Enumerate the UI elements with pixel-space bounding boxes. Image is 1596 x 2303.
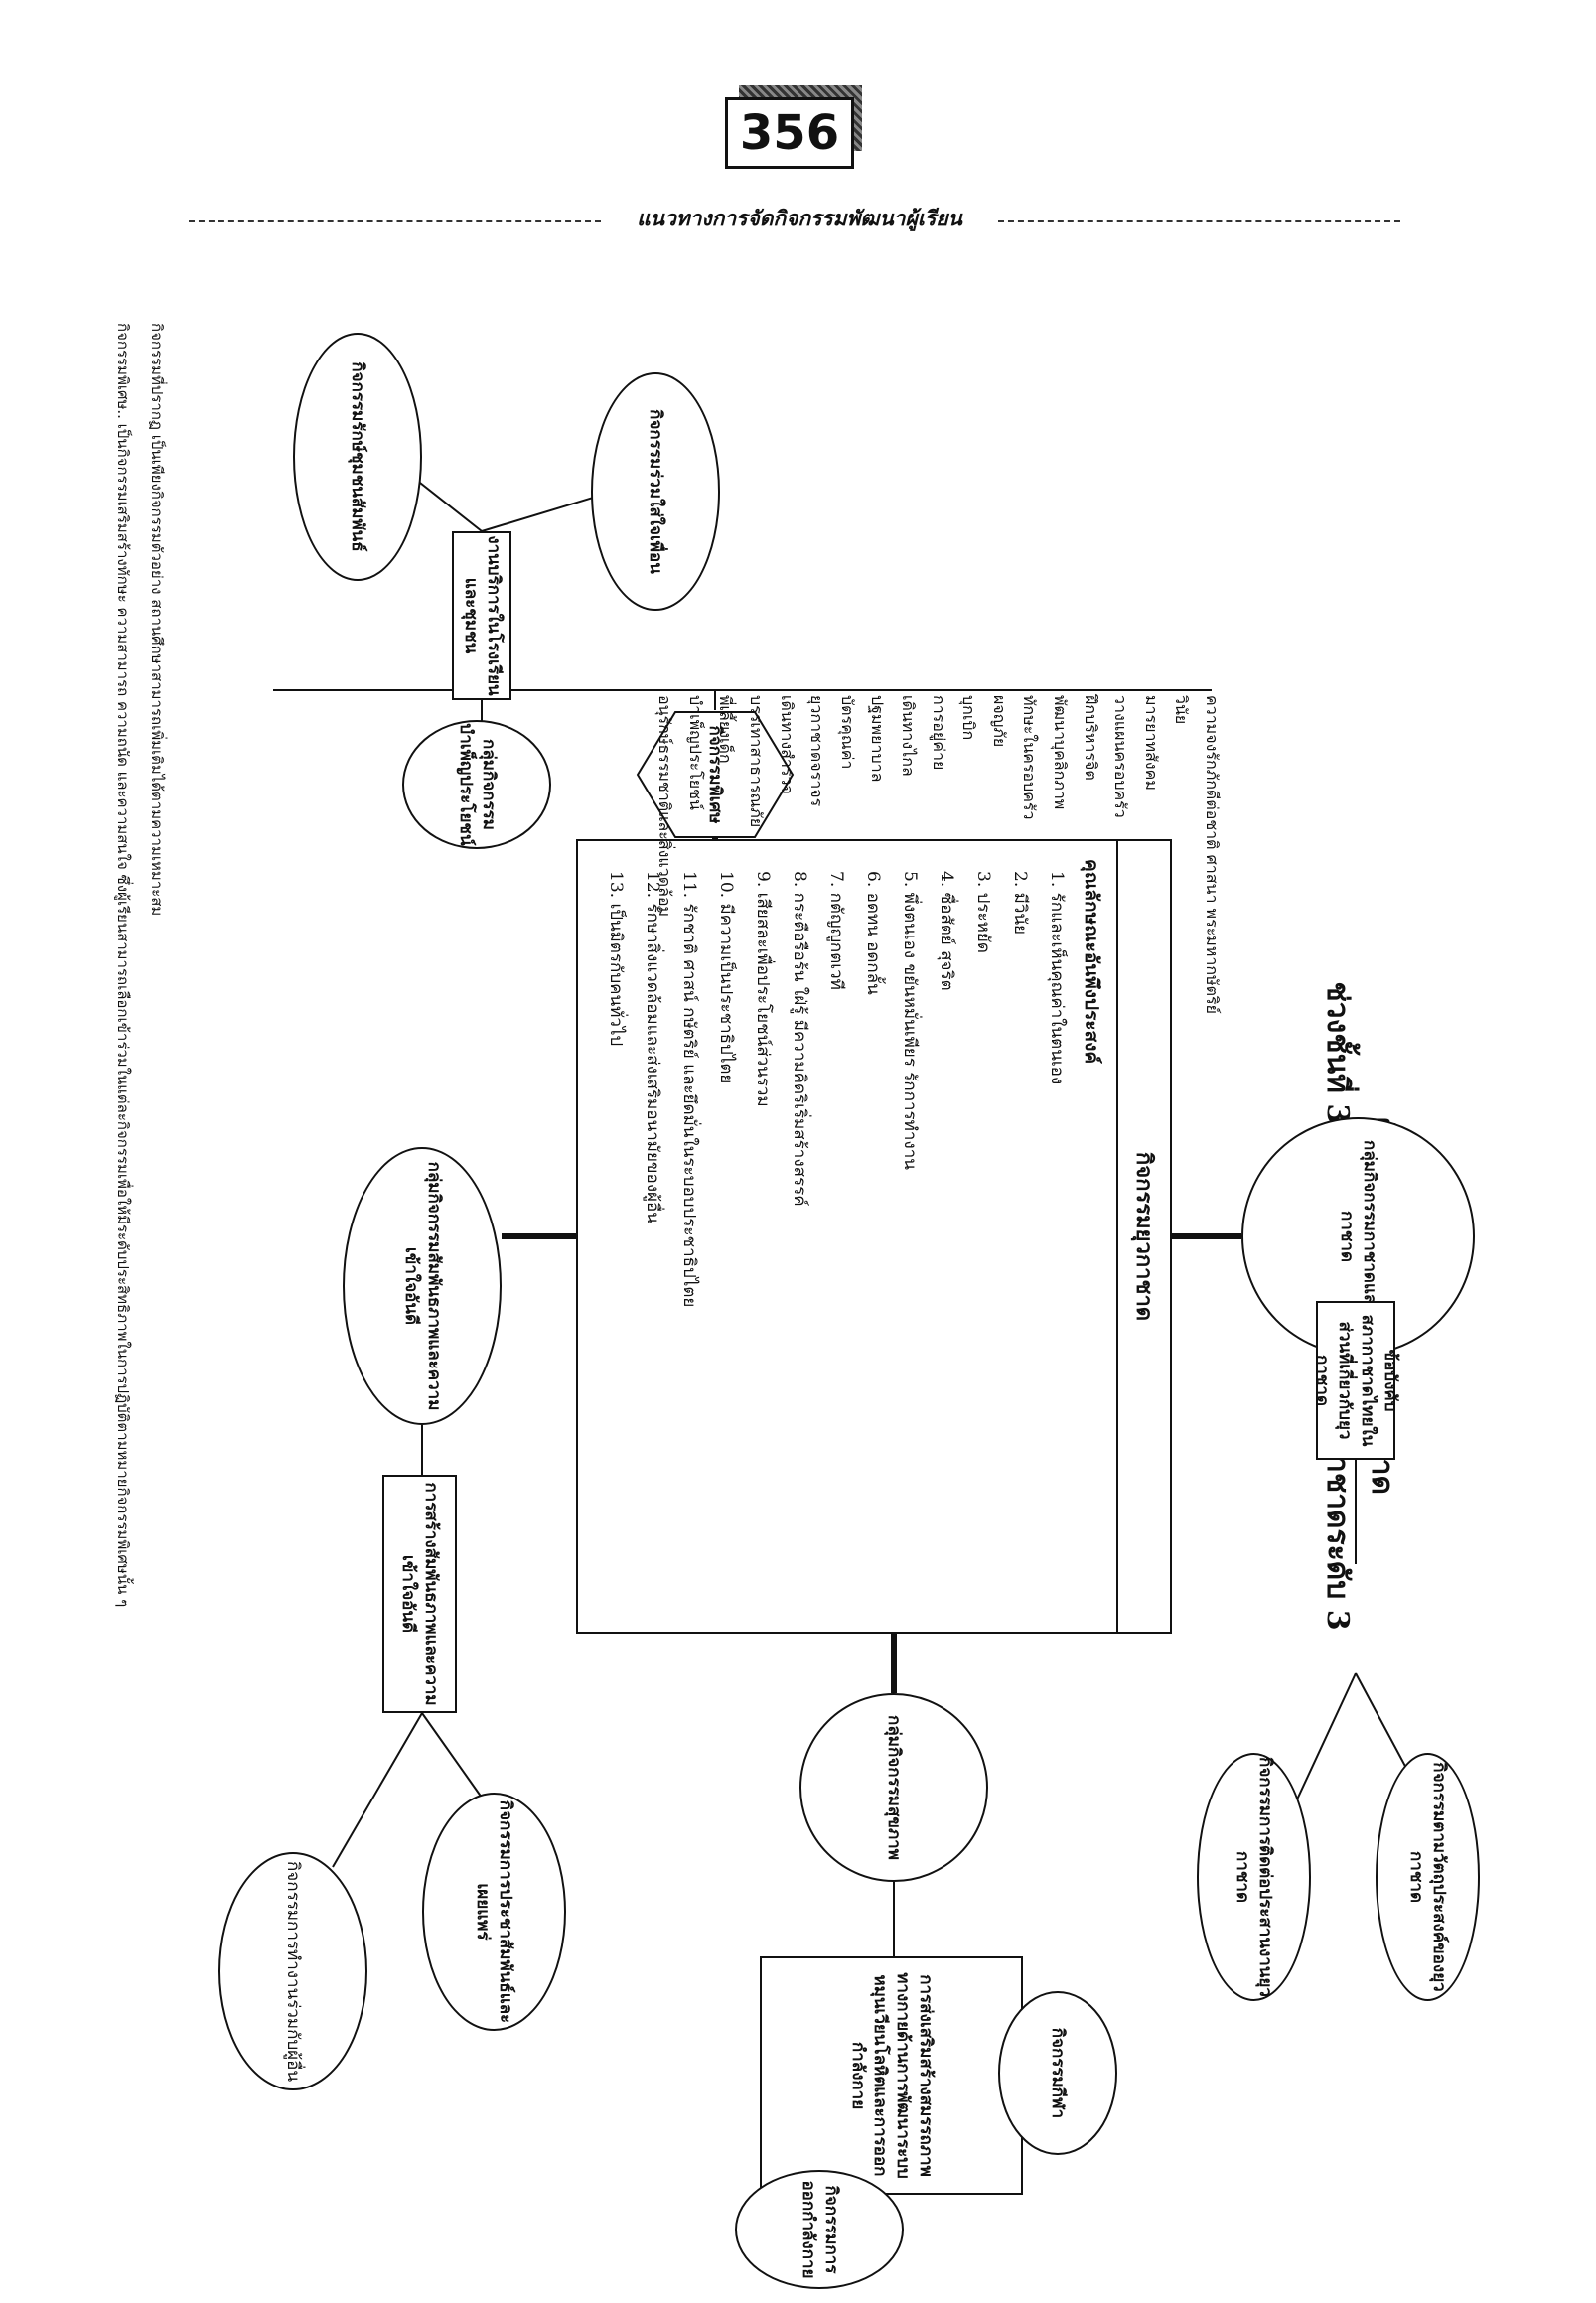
knowledge-box-label: ข้อบังคับสภากาชาดไทยในส่วนที่เกี่ยวกับยุ… [1312, 1314, 1400, 1447]
footnotes: กิจกรรมที่ปรากฏ เป็นเพียงกิจกรรมตัวอย่าง… [106, 323, 174, 1607]
relation-leaf1-ellipse: กิจกรรมการประชาสัมพันธ์และเผยแพร่ [422, 1793, 566, 2031]
group-relation-ellipse: กลุ่มกิจกรรมสัมพันธภาพและความเข้าใจอันดี [343, 1147, 502, 1425]
relation-leaf1-label: กิจกรรมการประชาสัมพันธ์และเผยแพร่ [473, 1799, 516, 2024]
hexagon-shape-icon [636, 711, 795, 838]
relation-box-label: การสร้างสัมพันธภาพและความเข้าใจอันดี [398, 1482, 442, 1706]
virtue-item: 13. เป็นมิตรกับคนทั่วไป [606, 871, 626, 1047]
special-items-list: ความจงรักภักดีต่อชาติ ศาสนา พระมหากษัตริ… [650, 695, 1227, 1014]
group-service-label: กลุ่มกิจกรรมบำเพ็ญประโยชน์ [456, 723, 499, 846]
special-item: เดินทางไกล [899, 695, 919, 777]
health-leaf1-ellipse: กิจกรรมกีฬา [998, 1991, 1117, 2155]
header-rule-left [189, 220, 601, 222]
footnote-line: กิจกรรมที่ปรากฏ เป็นเพียงกิจกรรมตัวอย่าง… [148, 323, 166, 917]
special-hexagon: กิจกรรมพิเศษ [636, 710, 795, 839]
special-item: อนุรักษ์ธรรมชาติและสิ่งแวดล้อม [655, 695, 675, 918]
health-box: การส่งเสริมสร้างสมรรถภาพทางกายด้านการพัฒ… [760, 1956, 1023, 2195]
link-relation-leaf1 [421, 1712, 483, 1799]
special-item: ทักษะในครอบครัว [1020, 695, 1040, 820]
special-item: บุกเบิก [959, 695, 979, 741]
service-box: งานบริการในโรงเรียนและชุมชน [452, 531, 511, 700]
page-number: 356 [725, 97, 854, 169]
relation-box: การสร้างสัมพันธภาพและความเข้าใจอันดี [382, 1475, 457, 1713]
special-item: ยุวกาชาดจราจร [807, 695, 827, 807]
special-item: วางแผนครอบครัว [1111, 695, 1131, 818]
knowledge-leaf1-label: กิจกรรมตามวัตถุประสงค์ของยุวกาชาด [1406, 1762, 1450, 1992]
special-item: พัฒนาบุคลิกภาพ [1051, 695, 1071, 810]
special-item: ความจงรักภักดีต่อชาติ ศาสนา พระมหากษัตริ… [1203, 695, 1222, 1014]
service-leaf2-label: กิจกรรมร่วมใส่ใจเพื่อน [646, 409, 666, 574]
group-service-ellipse: กลุ่มกิจกรรมบำเพ็ญประโยชน์ [402, 720, 551, 849]
knowledge-leaf1-ellipse: กิจกรรมตามวัตถุประสงค์ของยุวกาชาด [1376, 1753, 1480, 2001]
special-item: เดินทางสำรวจ [777, 695, 797, 794]
special-item: วินัย [1172, 695, 1192, 725]
special-item: บรรเทาสาธารณภัย [747, 695, 767, 828]
relation-leaf2-ellipse: กิจกรรมการทำงานร่วมกับผู้อื่น [218, 1852, 367, 2090]
service-leaf1-ellipse: กิจกรรมรักษ์ชุมชนสัมพันธ์ [293, 333, 422, 581]
page-header: 356 แนวทางการจัดกิจกรรมพัฒนาผู้เรียน [0, 0, 1596, 238]
special-item: ปฐมพยาบาล [868, 695, 888, 783]
special-item: ผจญภัย [989, 695, 1009, 748]
concept-map: ผังมโนทัศน์กิจกรรมยุวกาชาด ช่วงชั้นที่ 3… [79, 303, 1490, 2295]
health-leaf2-label: กิจกรรมการออกกำลังกาย [798, 2180, 841, 2279]
health-box-label: การส่งเสริมสร้างสมรรถภาพทางกายด้านการพัฒ… [847, 1972, 937, 2179]
footnote-line: กิจกรรมพิเศษ.. เป็นกิจกรรมเสริมสร้างทักษ… [114, 323, 132, 1608]
relation-leaf2-label: กิจกรรมการทำงานร่วมกับผู้อื่น [283, 1861, 304, 2082]
group-relation-label: กลุ่มกิจกรรมสัมพันธภาพและความเข้าใจอันดี [401, 1161, 444, 1411]
special-item: พี่เลี้ยงเด็ก [716, 695, 736, 764]
knowledge-leaf2-label: กิจกรรมการติดต่อประสานงานยุวกาชาด [1233, 1757, 1276, 1997]
service-box-label: งานบริการในโรงเรียนและชุมชน [461, 535, 504, 696]
knowledge-leaf2-ellipse: กิจกรรมการติดต่อประสานงานยุวกาชาด [1197, 1753, 1311, 2001]
special-item: บัตรคุณค่า [837, 695, 857, 770]
group-health-ellipse: กลุ่มกิจกรรมสุขภาพ [799, 1693, 988, 1882]
knowledge-box: ข้อบังคับสภากาชาดไทยในส่วนที่เกี่ยวกับยุ… [1312, 1301, 1400, 1460]
health-leaf1-label: กิจกรรมกีฬา [1048, 2027, 1069, 2119]
link-knowledge-leaf2 [1290, 1672, 1357, 1813]
header-rule-right [998, 220, 1400, 222]
book-title: แนวทางการจัดกิจกรรมพัฒนาผู้เรียน [637, 207, 962, 230]
link-relation-leaf2 [332, 1712, 423, 1868]
group-health-label: กลุ่มกิจกรรมสุขภาพ [884, 1715, 905, 1860]
service-leaf2-ellipse: กิจกรรมร่วมใส่ใจเพื่อน [591, 372, 720, 611]
special-item: บำเพ็ญประโยชน์ [685, 695, 705, 810]
service-leaf1-label: กิจกรรมรักษ์ชุมชนสัมพันธ์ [348, 361, 368, 552]
health-leaf2-ellipse: กิจกรรมการออกกำลังกาย [735, 2170, 904, 2289]
special-item: ฝึกบริหารจิต [1081, 695, 1100, 781]
special-item: การอยู่ค่าย [929, 695, 948, 771]
special-item: มารยาทสังคม [1141, 695, 1161, 791]
